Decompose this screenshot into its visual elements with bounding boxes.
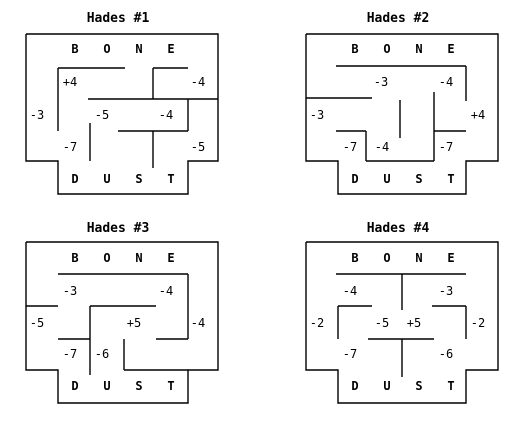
- outer-wall: [25, 241, 219, 404]
- puzzle-3: Hades #3 B O N E D U S T -3 -4 -5 +5 -4 …: [25, 221, 219, 404]
- top-letter: O: [103, 42, 110, 56]
- puzzle-title: Hades #3: [87, 221, 150, 236]
- bottom-letter: T: [167, 379, 174, 393]
- bottom-letter: D: [351, 379, 358, 393]
- top-letter: E: [447, 251, 454, 265]
- cell-number: -7: [63, 140, 77, 154]
- top-letter: E: [447, 42, 454, 56]
- bottom-letter: S: [135, 379, 142, 393]
- cell-number: -7: [439, 140, 453, 154]
- bottom-letter: U: [383, 379, 390, 393]
- cell-number: -7: [343, 347, 357, 361]
- cell-number: -4: [343, 284, 357, 298]
- cell-number: +5: [407, 316, 421, 330]
- cell-number: -3: [374, 75, 388, 89]
- bottom-letter: T: [167, 172, 174, 186]
- bottom-letter: U: [103, 379, 110, 393]
- cell-number: -6: [95, 347, 109, 361]
- maze-walls: [57, 67, 218, 168]
- bottom-letter: D: [351, 172, 358, 186]
- top-letter: B: [71, 42, 78, 56]
- top-letter: B: [351, 251, 358, 265]
- puzzle-title: Hades #1: [87, 11, 150, 26]
- cell-number: -5: [30, 316, 44, 330]
- bottom-letter: D: [71, 379, 78, 393]
- puzzle-2: Hades #2 B O N E D U S T -3 -4 -3 +4 -7 …: [305, 11, 499, 195]
- bottom-letter: U: [103, 172, 110, 186]
- cell-number: +5: [127, 316, 141, 330]
- outer-wall: [305, 33, 499, 195]
- puzzle-4: Hades #4 B O N E D U S T -4 -3 -2 -5 +5 …: [305, 221, 499, 404]
- bottom-letter: T: [447, 379, 454, 393]
- cell-number: +4: [63, 75, 77, 89]
- top-letter: N: [135, 42, 142, 56]
- cell-number: -2: [471, 316, 485, 330]
- cell-number: -4: [191, 75, 205, 89]
- top-letter: B: [71, 251, 78, 265]
- cell-number: -4: [191, 316, 205, 330]
- cell-number: -4: [159, 284, 173, 298]
- puzzle-1: Hades #1 B O N E D U S T +4 -4 -3 -5 -4 …: [25, 11, 219, 195]
- outer-wall: [25, 33, 219, 195]
- cell-number: -5: [375, 316, 389, 330]
- top-letter: B: [351, 42, 358, 56]
- puzzle-title: Hades #4: [367, 221, 430, 236]
- cell-number: -5: [191, 140, 205, 154]
- cell-number: -2: [310, 316, 324, 330]
- bottom-letter: S: [135, 172, 142, 186]
- cell-number: -3: [310, 108, 324, 122]
- puzzle-title: Hades #2: [367, 11, 430, 26]
- top-letter: O: [383, 251, 390, 265]
- bottom-letter: T: [447, 172, 454, 186]
- maze-walls: [306, 65, 467, 162]
- cell-number: +4: [471, 108, 485, 122]
- cell-number: -5: [95, 108, 109, 122]
- bottom-letter: S: [415, 172, 422, 186]
- top-letter: N: [415, 42, 422, 56]
- cell-number: -3: [63, 284, 77, 298]
- cell-number: -4: [375, 140, 389, 154]
- cell-number: -3: [30, 108, 44, 122]
- bottom-letter: U: [383, 172, 390, 186]
- bottom-letter: D: [71, 172, 78, 186]
- cell-number: -4: [159, 108, 173, 122]
- outer-wall: [305, 241, 499, 404]
- bottom-letter: S: [415, 379, 422, 393]
- maze-walls: [336, 273, 467, 377]
- cell-number: -6: [439, 347, 453, 361]
- cell-number: -4: [439, 75, 453, 89]
- maze-walls: [26, 273, 189, 375]
- top-letter: N: [135, 251, 142, 265]
- cell-number: -7: [63, 347, 77, 361]
- cell-number: -7: [343, 140, 357, 154]
- top-letter: E: [167, 251, 174, 265]
- top-letter: O: [103, 251, 110, 265]
- top-letter: E: [167, 42, 174, 56]
- top-letter: O: [383, 42, 390, 56]
- cell-number: -3: [439, 284, 453, 298]
- top-letter: N: [415, 251, 422, 265]
